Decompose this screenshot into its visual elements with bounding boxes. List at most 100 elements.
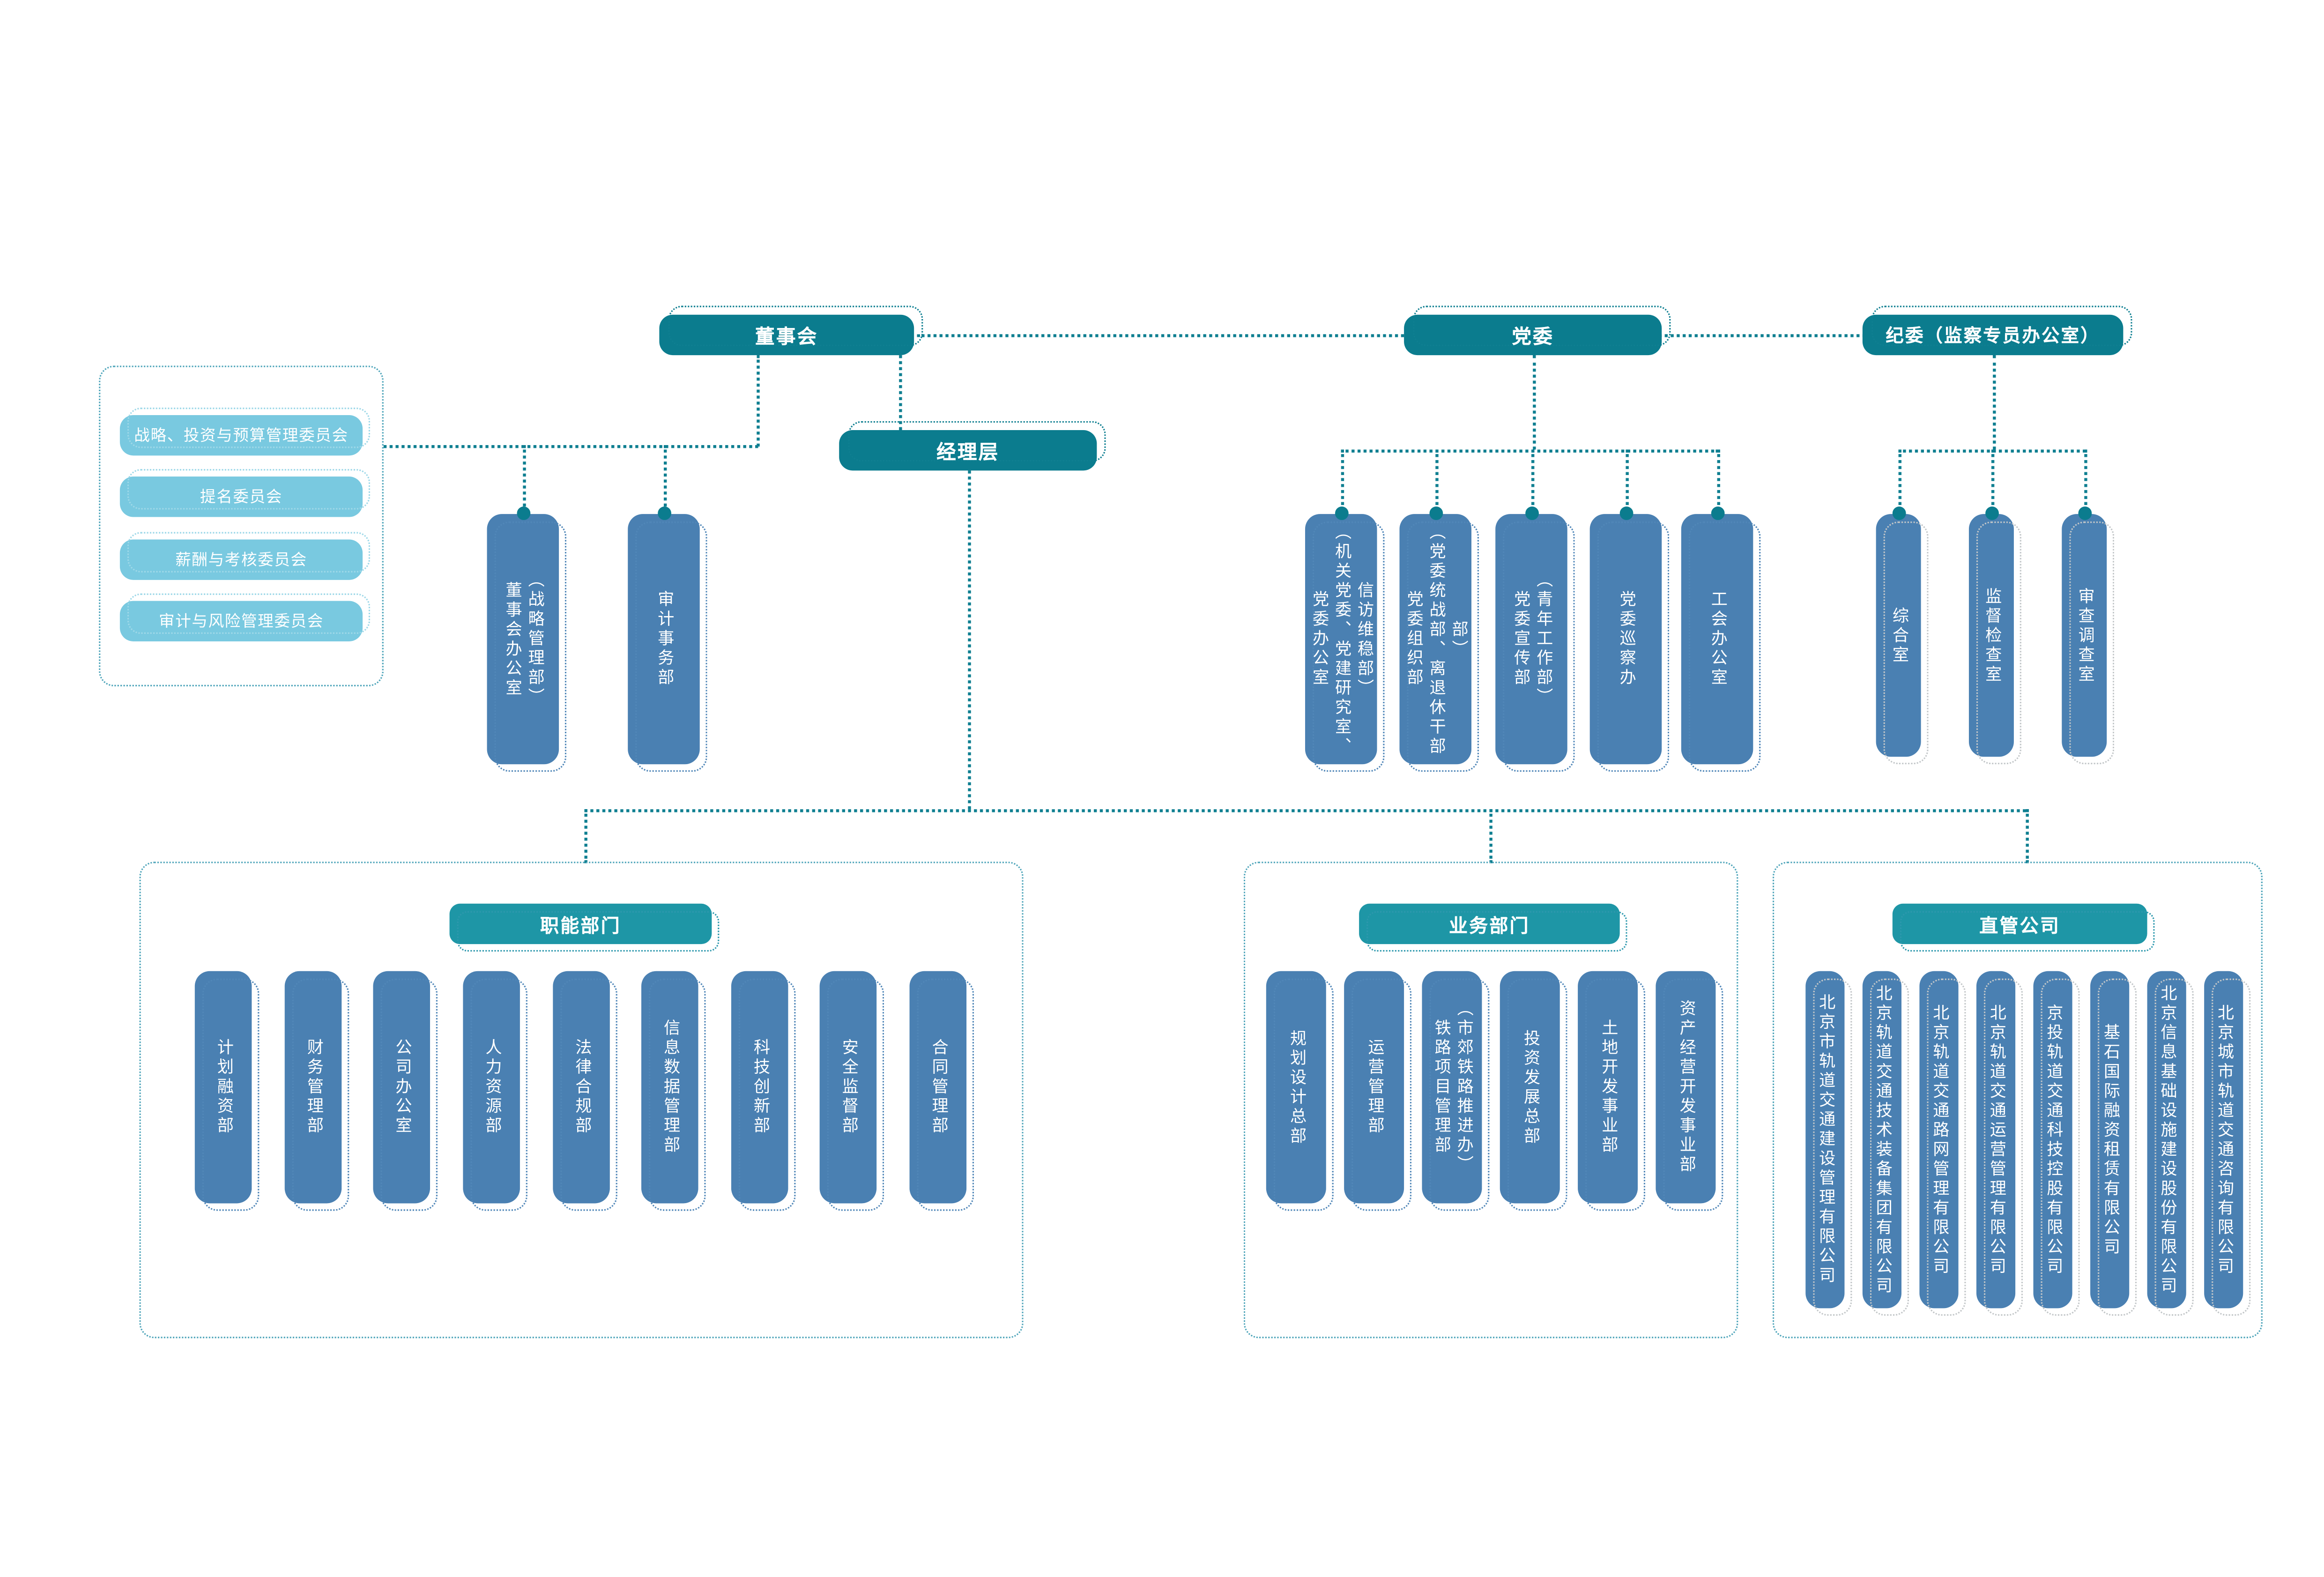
company-label: 基石国际融资租赁有限公司 — [2101, 1023, 2120, 1257]
functional-dept-box: 安全监督部 — [819, 971, 884, 1211]
party-child-box: 党委宣传部 （青年工作部） — [1495, 506, 1575, 772]
dept-label: 规划设计总部 — [1288, 1028, 1306, 1146]
committee-item: 审计与风险管理委员会 — [119, 593, 371, 642]
dept-label: 投资发展总部 — [1522, 1028, 1540, 1146]
connector-dot — [516, 506, 530, 520]
connector-dot — [1334, 506, 1348, 520]
functional-dept-box: 法律合规部 — [553, 971, 617, 1211]
committee-item-label: 提名委员会 — [200, 488, 282, 507]
committee-item: 提名委员会 — [119, 469, 371, 517]
board-child-box: 董事会办公室 （战略管理部） — [487, 506, 567, 772]
node-board-label: 董事会 — [755, 325, 818, 348]
company-box: 基石国际融资租赁有限公司 — [2090, 971, 2137, 1316]
connector-dot — [1524, 506, 1538, 520]
section-drop — [2026, 809, 2029, 863]
party-child-label: 党委办公室 （机关党委、党建研究室、 信访维稳部） — [1310, 522, 1374, 756]
functional-dept-box: 科技创新部 — [731, 971, 796, 1211]
company-box: 北京轨道交通路网管理有限公司 — [1919, 971, 1966, 1316]
connector-dot — [1984, 506, 1998, 520]
board-child-drop — [523, 445, 526, 511]
party-branch-connector — [1341, 449, 1719, 453]
party-child-box: 党委办公室 （机关党委、党建研究室、 信访维稳部） — [1305, 506, 1385, 772]
functional-dept-box: 财务管理部 — [284, 971, 349, 1211]
management-up-connector — [899, 335, 902, 430]
business-dept-box: 土地开发事业部 — [1578, 971, 1646, 1211]
connector-dot — [657, 506, 671, 520]
company-box: 北京信息基础设施建设股份有限公司 — [2147, 971, 2194, 1316]
discipline-child-drop — [2084, 449, 2087, 511]
discipline-child-drop — [1898, 449, 1902, 511]
section-title: 职能部门 — [540, 915, 621, 937]
section-drop — [1489, 809, 1492, 863]
party-child-label: 工会办公室 — [1709, 590, 1727, 688]
party-child-drop — [1341, 449, 1344, 511]
functional-dept-box: 人力资源部 — [463, 971, 527, 1211]
company-label: 北京轨道交通运营管理有限公司 — [1987, 1003, 2006, 1276]
company-box: 京投轨道交通科技控股有限公司 — [2033, 971, 2080, 1316]
company-label: 北京市轨道交通建设管理有限公司 — [1817, 993, 1835, 1286]
dept-label: 信息数据管理部 — [661, 1019, 680, 1156]
discipline-child-label: 监督检查室 — [1983, 587, 2001, 684]
board-child-label: 董事会办公室 （战略管理部） — [503, 571, 544, 707]
board-child-drop — [663, 445, 667, 511]
dept-label: 合同管理部 — [929, 1038, 948, 1136]
functional-dept-box: 计划融资部 — [194, 971, 260, 1211]
party-child-drop — [1717, 449, 1720, 511]
party-child-label: 党委巡察办 — [1617, 590, 1636, 688]
company-label: 京投轨道交通科技控股有限公司 — [2044, 1003, 2063, 1276]
node-party-label: 党委 — [1512, 325, 1554, 348]
discipline-child-box: 监督检查室 — [1968, 506, 2021, 765]
discipline-drop-connector — [1993, 355, 1996, 450]
board-child-label: 审计事务部 — [655, 590, 674, 688]
party-child-drop — [1531, 449, 1535, 511]
company-label: 北京轨道交通技术装备集团有限公司 — [1873, 983, 1892, 1296]
section-panel-companies — [1772, 862, 2263, 1339]
party-child-drop — [1626, 449, 1629, 511]
business-dept-box: 铁路项目管理部 （市郊铁路推进办） — [1422, 971, 1490, 1211]
dept-label: 人力资源部 — [483, 1038, 501, 1136]
functional-dept-box: 信息数据管理部 — [641, 971, 706, 1211]
section-title: 直管公司 — [1979, 915, 2061, 937]
business-dept-box: 规划设计总部 — [1266, 971, 1334, 1211]
party-child-box: 工会办公室 — [1681, 506, 1761, 772]
node-management-label: 经理层 — [936, 440, 1000, 463]
party-child-box: 党委巡察办 — [1589, 506, 1670, 772]
discipline-child-box: 综合室 — [1876, 506, 1929, 765]
dept-label: 公司办公室 — [393, 1038, 412, 1136]
dept-label: 计划融资部 — [215, 1038, 233, 1136]
dept-label: 科技创新部 — [751, 1038, 770, 1136]
node-management: 经理层 — [839, 421, 1106, 471]
section-header-companies: 直管公司 — [1892, 903, 2155, 952]
company-box: 北京轨道交通技术装备集团有限公司 — [1862, 971, 1909, 1316]
committee-item: 薪酬与考核委员会 — [119, 532, 371, 580]
committee-item-label: 战略、投资与预算管理委员会 — [134, 427, 349, 445]
business-dept-box: 资产经营开发事业部 — [1656, 971, 1723, 1211]
discipline-child-box: 审查调查室 — [2062, 506, 2115, 765]
party-child-label: 党委组织部 （党委统战部、离退休干部部） — [1404, 522, 1468, 756]
committee-item-label: 审计与风险管理委员会 — [159, 613, 324, 631]
board-branch-connector — [383, 445, 758, 448]
committee-item: 战略、投资与预算管理委员会 — [119, 408, 371, 456]
dept-label: 铁路项目管理部 （市郊铁路推进办） — [1432, 999, 1473, 1175]
management-down-connector — [968, 470, 971, 810]
section-panel-functional — [139, 862, 1024, 1339]
company-box: 北京城市轨道交通咨询有限公司 — [2204, 971, 2251, 1316]
node-party: 党委 — [1404, 305, 1671, 356]
functional-dept-box: 公司办公室 — [373, 971, 438, 1211]
section-panel-business — [1243, 862, 1738, 1339]
company-label: 北京轨道交通路网管理有限公司 — [1930, 1003, 1949, 1276]
board-drop-connector — [757, 355, 760, 447]
company-box: 北京轨道交通运营管理有限公司 — [1976, 971, 2023, 1316]
section-header-business: 业务部门 — [1359, 903, 1627, 952]
company-label: 北京城市轨道交通咨询有限公司 — [2215, 1003, 2234, 1276]
connector-dot — [1892, 506, 1906, 520]
section-title: 业务部门 — [1448, 915, 1530, 937]
connector-dot — [2077, 506, 2091, 520]
discipline-child-label: 审查调查室 — [2076, 587, 2094, 684]
party-child-drop — [1435, 449, 1439, 511]
business-dept-box: 投资发展总部 — [1500, 971, 1567, 1211]
connector-dot — [1619, 506, 1633, 520]
functional-dept-box: 合同管理部 — [909, 971, 974, 1211]
committee-panel — [99, 365, 384, 686]
